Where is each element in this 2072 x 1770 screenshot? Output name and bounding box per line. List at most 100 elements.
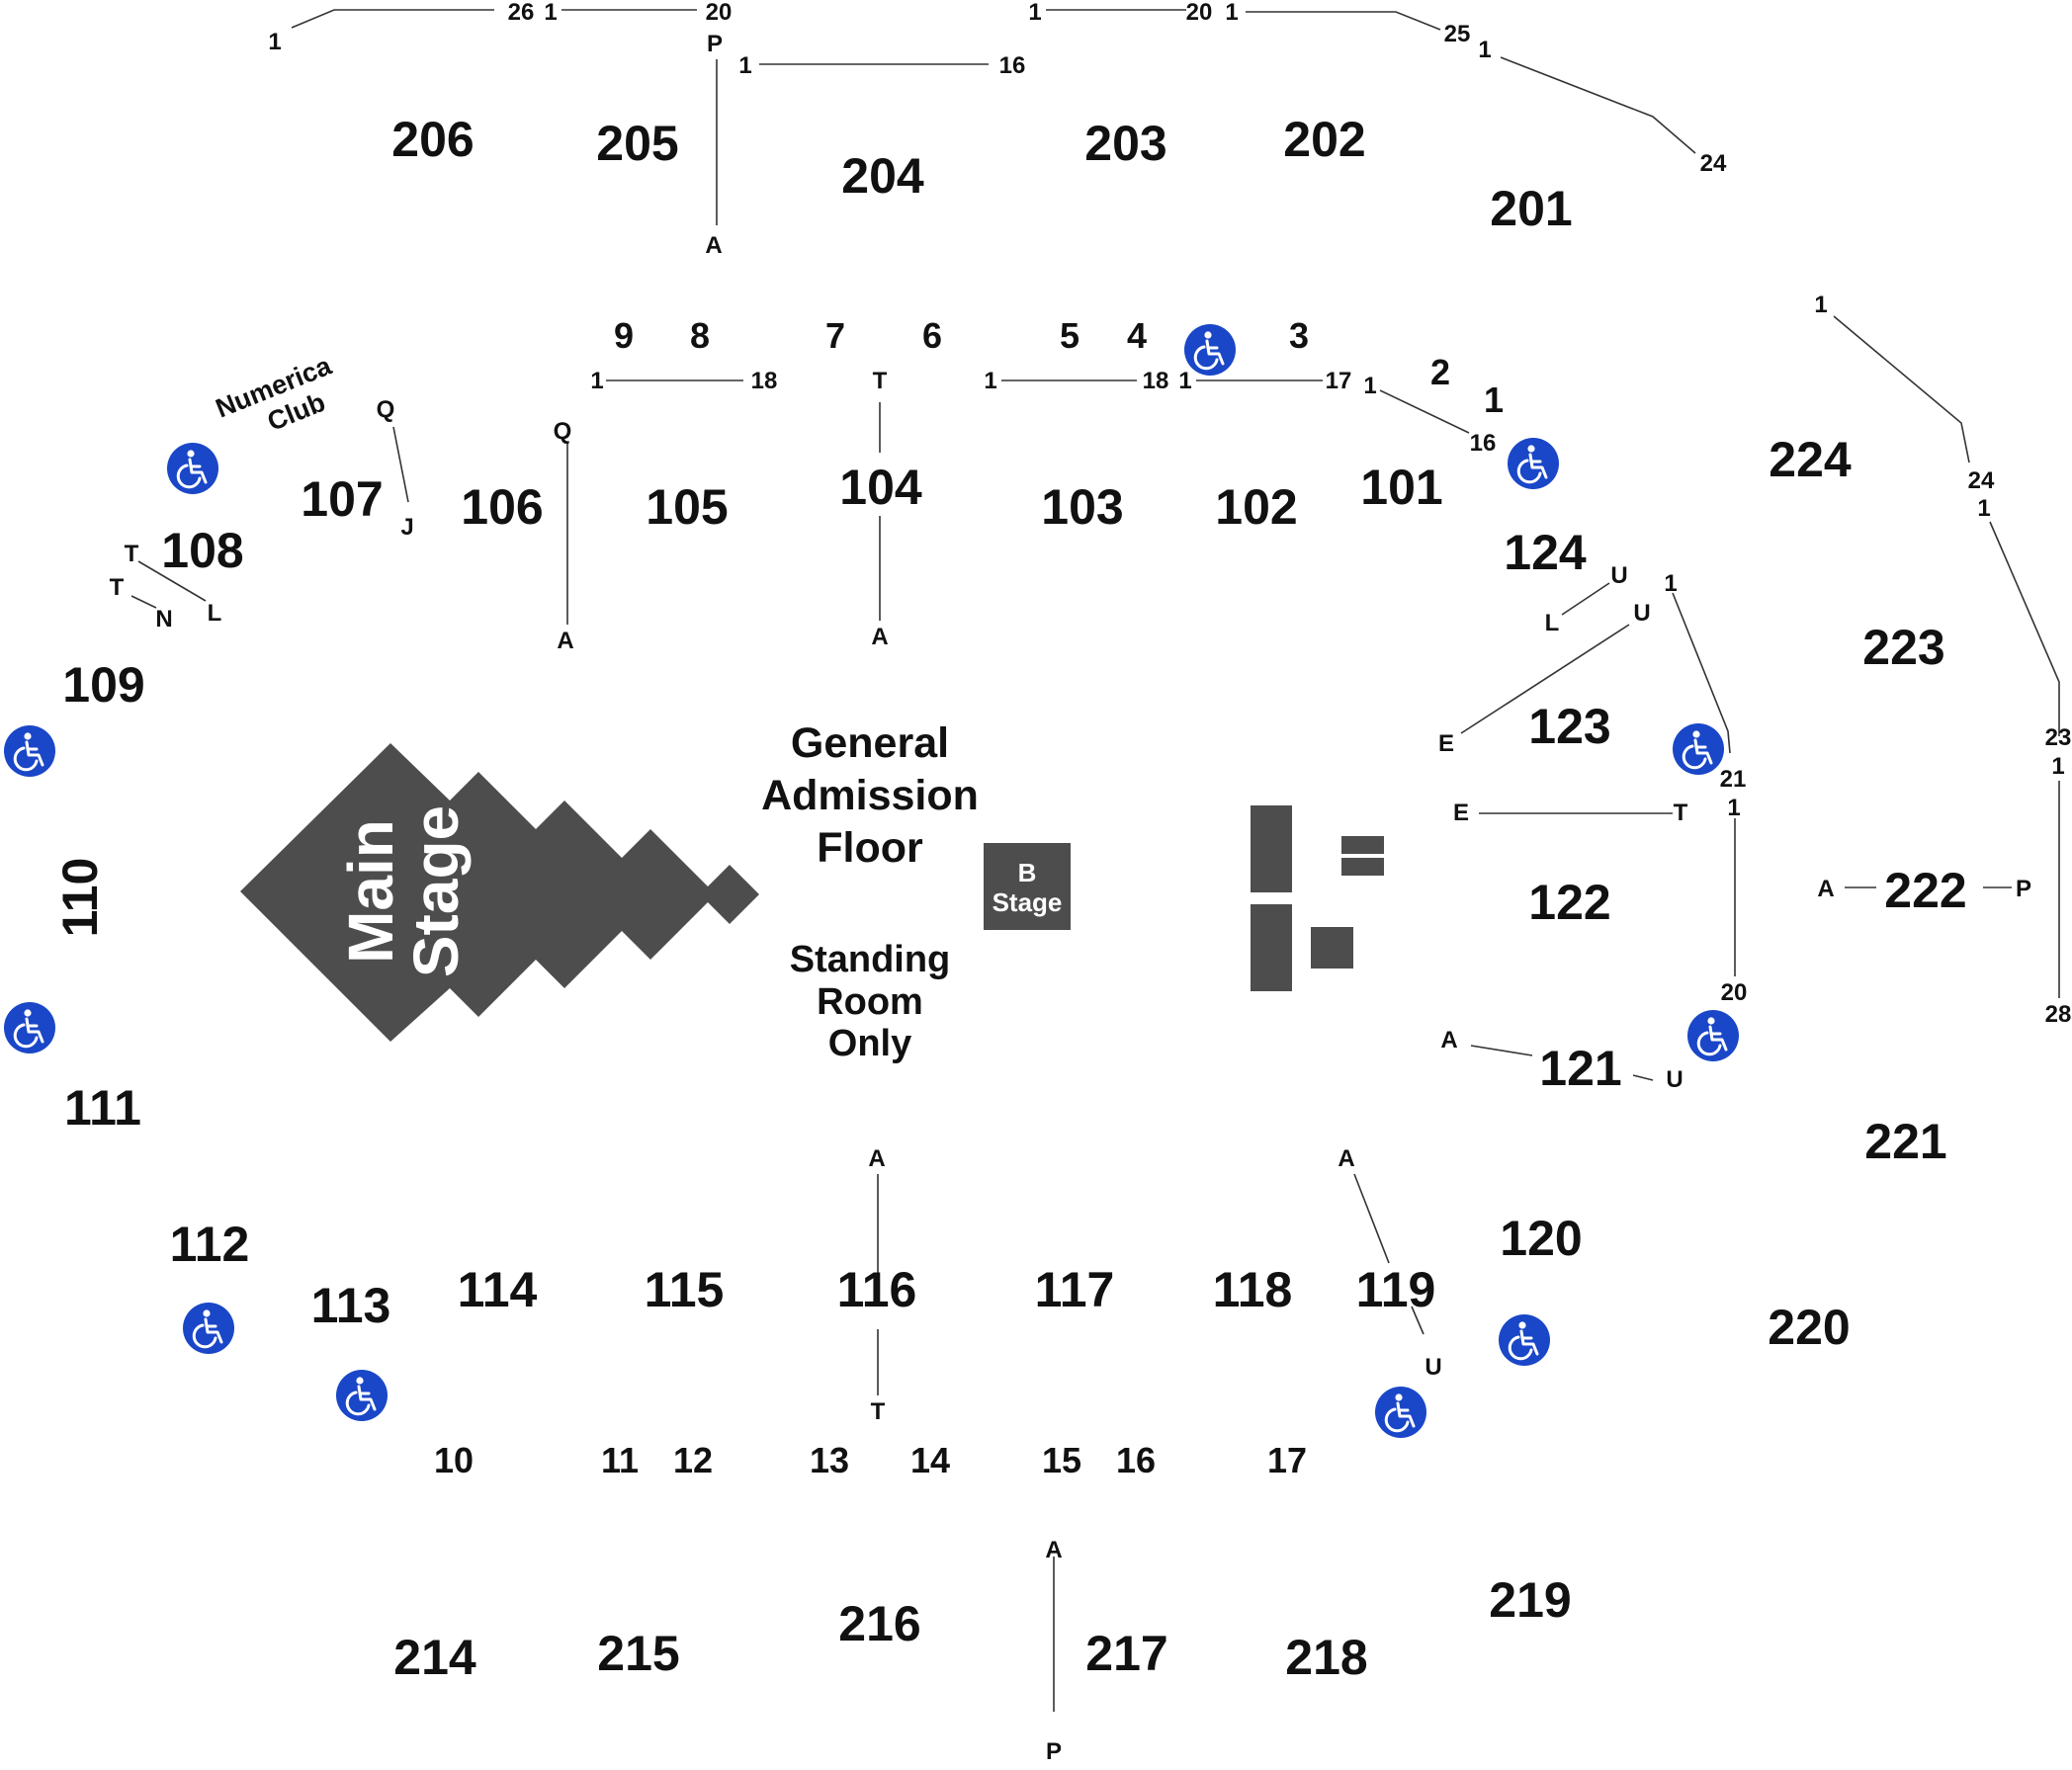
section-101[interactable]: 101 (1360, 460, 1442, 515)
section-223[interactable]: 223 (1862, 620, 1944, 675)
section-202[interactable]: 202 (1283, 112, 1365, 167)
section-114[interactable]: 114 (458, 1262, 538, 1317)
entrance-3[interactable]: 3 (1289, 315, 1309, 356)
seat-label: 1 (1664, 570, 1677, 597)
row-label: L (1545, 610, 1560, 636)
section-117[interactable]: 117 (1035, 1262, 1115, 1317)
b-stage[interactable] (984, 843, 1071, 930)
section-120[interactable]: 120 (1500, 1211, 1582, 1266)
entrance-10[interactable]: 10 (434, 1440, 474, 1480)
section-119[interactable]: 119 (1356, 1262, 1436, 1317)
seat-label: 1 (1028, 0, 1041, 26)
section-111[interactable]: 111 (64, 1080, 141, 1136)
section-217[interactable]: 217 (1085, 1626, 1167, 1681)
entrance-12[interactable]: 12 (673, 1440, 713, 1480)
row-label: A (868, 1145, 885, 1172)
section-104[interactable]: 104 (839, 460, 922, 515)
seat-label: 1 (590, 368, 603, 394)
row-label: T (125, 541, 139, 567)
wheelchair-icon[interactable] (1685, 1008, 1741, 1063)
entrance-1[interactable]: 1 (1484, 379, 1504, 420)
section-108[interactable]: 108 (161, 523, 243, 578)
entrance-11[interactable]: 11 (601, 1440, 639, 1480)
seat-label: 20 (1186, 0, 1213, 26)
entrance-2[interactable]: 2 (1430, 352, 1450, 392)
section-222[interactable]: 222 (1884, 863, 1966, 918)
entrance-9[interactable]: 9 (614, 315, 634, 356)
entrance-7[interactable]: 7 (825, 315, 845, 356)
section-115[interactable]: 115 (645, 1262, 725, 1317)
seat-label: 1 (1977, 495, 1990, 522)
b-stage-label-line2: Stage (993, 887, 1063, 917)
section-106[interactable]: 106 (461, 479, 543, 535)
section-204[interactable]: 204 (841, 148, 924, 204)
upper-sections: 206 205 204 203 202 201 224 223 222 221 … (391, 112, 1966, 1685)
wheelchair-icon[interactable] (2, 1000, 57, 1055)
wheelchair-icon[interactable] (1497, 1312, 1552, 1368)
section-110[interactable]: 110 (52, 858, 108, 938)
row-label: E (1453, 800, 1469, 826)
section-107[interactable]: 107 (301, 471, 383, 527)
seat-label: 1 (1178, 368, 1191, 394)
b-stage-label-line1: B (1018, 858, 1037, 887)
section-112[interactable]: 112 (170, 1217, 250, 1272)
section-216[interactable]: 216 (838, 1596, 920, 1651)
wheelchair-icon[interactable] (1671, 721, 1726, 777)
row-label: A (1817, 876, 1834, 902)
wheelchair-icon[interactable] (181, 1301, 236, 1356)
wheelchair-icon[interactable] (165, 441, 220, 496)
wheelchair-icon[interactable] (2, 723, 57, 779)
seat-label: 1 (544, 0, 557, 26)
row-label: U (1633, 600, 1650, 627)
wheelchair-icon[interactable] (1182, 322, 1238, 378)
entrance-15[interactable]: 15 (1042, 1440, 1081, 1480)
section-206[interactable]: 206 (391, 112, 474, 167)
section-113[interactable]: 113 (311, 1278, 391, 1333)
seat-label: 20 (1721, 979, 1748, 1006)
entrance-16[interactable]: 16 (1116, 1440, 1156, 1480)
entrance-8[interactable]: 8 (690, 315, 710, 356)
entrance-6[interactable]: 6 (922, 315, 942, 356)
seat-label: 1 (1478, 37, 1491, 63)
main-stage[interactable] (240, 743, 759, 1042)
section-121[interactable]: 121 (1539, 1041, 1621, 1096)
wheelchair-icon[interactable] (334, 1368, 389, 1423)
section-221[interactable]: 221 (1864, 1114, 1946, 1169)
section-218[interactable]: 218 (1285, 1630, 1367, 1685)
section-124[interactable]: 124 (1504, 525, 1587, 580)
entrance-17[interactable]: 17 (1267, 1440, 1307, 1480)
section-205[interactable]: 205 (596, 116, 678, 171)
seat-label: 16 (1470, 430, 1497, 457)
entrance-4[interactable]: 4 (1127, 315, 1147, 356)
row-label: A (557, 628, 573, 654)
entrance-14[interactable]: 14 (910, 1440, 950, 1480)
seat-label: 1 (984, 368, 996, 394)
section-102[interactable]: 102 (1215, 479, 1297, 535)
row-label: T (110, 574, 125, 601)
wheelchair-icon[interactable] (1373, 1385, 1428, 1440)
section-220[interactable]: 220 (1768, 1300, 1850, 1355)
section-122[interactable]: 122 (1528, 875, 1610, 930)
section-116[interactable]: 116 (837, 1262, 917, 1317)
entrance-5[interactable]: 5 (1060, 315, 1079, 356)
general-admission-floor[interactable]: General Admission Floor Standing Room On… (761, 719, 979, 1064)
section-214[interactable]: 214 (393, 1630, 476, 1685)
section-203[interactable]: 203 (1084, 116, 1166, 171)
wheelchair-icon[interactable] (1506, 436, 1561, 491)
row-label: T (1674, 800, 1688, 826)
section-123[interactable]: 123 (1528, 699, 1610, 754)
section-201[interactable]: 201 (1490, 181, 1572, 236)
section-105[interactable]: 105 (646, 479, 728, 535)
row-label: T (873, 368, 888, 394)
numerica-club[interactable]: Numerica Club (212, 350, 348, 453)
floor-label-line2: Admission (761, 772, 979, 819)
seat-label: 28 (2045, 1001, 2072, 1028)
section-103[interactable]: 103 (1041, 479, 1123, 535)
section-118[interactable]: 118 (1213, 1262, 1293, 1317)
section-224[interactable]: 224 (1769, 432, 1852, 487)
section-215[interactable]: 215 (597, 1626, 679, 1681)
section-109[interactable]: 109 (62, 657, 144, 713)
section-219[interactable]: 219 (1489, 1572, 1571, 1628)
entrance-13[interactable]: 13 (810, 1440, 849, 1480)
seat-label: 1 (1225, 0, 1238, 26)
